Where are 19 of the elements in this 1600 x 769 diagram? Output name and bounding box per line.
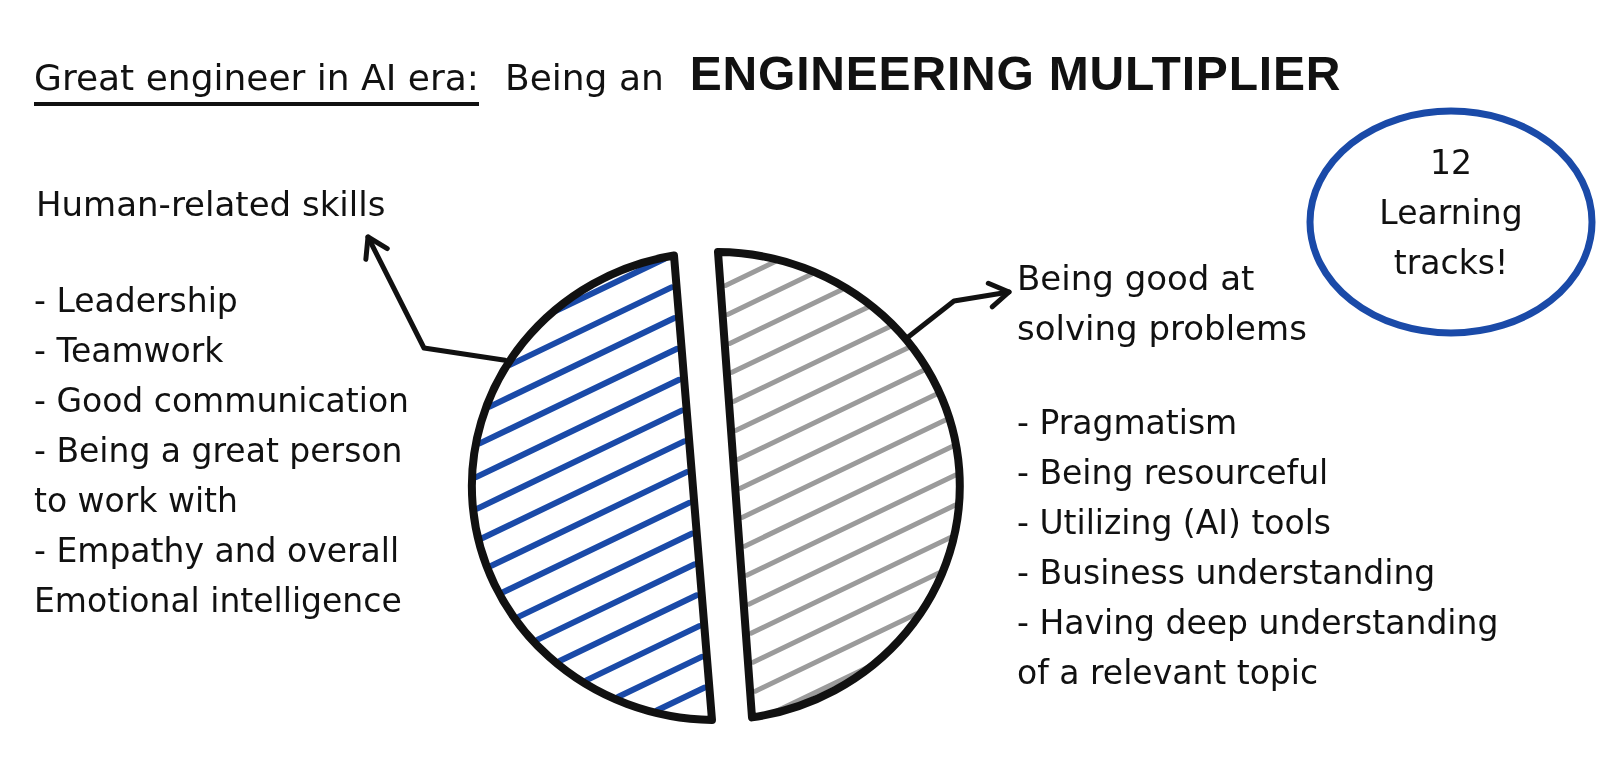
title-emphasis-text: ENGINEERING MULTIPLIER [689,48,1342,100]
callout-text: 12 Learning tracks! [1378,142,1524,284]
circled-callout [1305,106,1597,338]
list-item: - Business understanding [1017,552,1436,594]
list-item: - Utilizing (AI) tools [1017,502,1332,544]
list-item: - Being a great person to work with [34,430,404,522]
list-item: - Pragmatism [1017,402,1238,444]
title-text: Being an [504,56,664,100]
list-item: - Good communication [34,380,409,422]
list-item: - Teamwork [34,330,224,372]
title-text: Great engineer in AI era: [34,56,479,106]
arrow [906,280,1012,340]
list-item: - Empathy and overall Emotional intelligence [34,530,403,622]
heading-text: Being good at solving problems [1017,253,1337,353]
arrow [363,234,508,363]
list-item: - Having deep understanding of a relevant topic [1017,602,1500,694]
list-item: - Leadership [34,280,238,322]
heading-text: Human-related skills [36,179,386,229]
list-item: - Being resourceful [1017,452,1329,494]
